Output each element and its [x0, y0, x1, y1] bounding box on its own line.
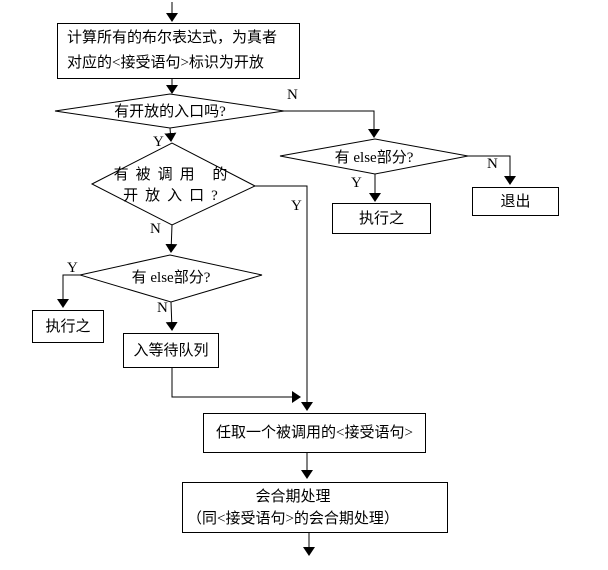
- execute-left-label: 执行之: [45, 318, 91, 335]
- connector-called-open-entry-yes: [255, 185, 313, 411]
- open-entry-no-label: N: [287, 87, 298, 103]
- connector-called-open-entry-no: [165, 224, 178, 253]
- connector-else-left-yes: [57, 274, 80, 308]
- connector-else-right-no: [468, 155, 516, 185]
- open-entry-decision-label: 有开放的入口吗?: [114, 104, 226, 120]
- rendezvous-box: 会合期处理 （同<接受语句>的会合期处理）: [182, 482, 448, 533]
- else-right-no-label: N: [487, 156, 498, 172]
- else-left-yes-label: Y: [67, 260, 78, 276]
- connector-open-entry-no: [284, 110, 380, 138]
- rendezvous-label-line1: 会合期处理: [255, 488, 331, 505]
- start-process-label: 计算所有的布尔表达式，为真者对应的<接受语句>标识为开放: [67, 30, 278, 71]
- else-decision-left-label: 有 else部分?: [131, 270, 211, 286]
- called-open-entry-label-line1: 有被调用 的: [113, 167, 235, 183]
- connector-else-left-no: [165, 301, 178, 331]
- pick-accept-label: 任取一个被调用的<接受语句>: [216, 425, 413, 441]
- else-left-no-label: N: [157, 300, 168, 316]
- called-open-entry-decision-label: 有被调用 的 开放入口?: [94, 165, 254, 207]
- decision-diamond-else-left: [78, 254, 263, 303]
- called-open-entry-label-line2: 开放入口?: [123, 188, 225, 204]
- open-entry-yes-label: Y: [153, 134, 164, 150]
- exit-box: 退出: [472, 187, 559, 216]
- called-open-entry-no-label: N: [150, 221, 161, 237]
- rendezvous-label-line2: （同<接受语句>的会合期处理）: [187, 510, 399, 527]
- wait-queue-label: 入等待队列: [133, 342, 209, 359]
- execute-right-label: 执行之: [358, 210, 404, 227]
- pick-accept-box: 任取一个被调用的<接受语句>: [203, 413, 426, 453]
- else-right-yes-label: Y: [351, 175, 362, 191]
- execute-left-box: 执行之: [32, 310, 104, 343]
- wait-queue-box: 入等待队列: [123, 333, 219, 368]
- else-decision-right-label: 有 else部分?: [334, 150, 414, 166]
- execute-right-box: 执行之: [332, 203, 431, 234]
- rendezvous-label: 会合期处理 （同<接受语句>的会合期处理）: [187, 486, 399, 530]
- start-process-box: 计算所有的布尔表达式，为真者对应的<接受语句>标识为开放: [57, 23, 300, 79]
- called-open-entry-yes-label: Y: [291, 198, 302, 214]
- connector-open-entry-yes: [164, 127, 177, 142]
- exit-label: 退出: [500, 193, 531, 210]
- connector-wait-queue-to-junction: [171, 367, 301, 403]
